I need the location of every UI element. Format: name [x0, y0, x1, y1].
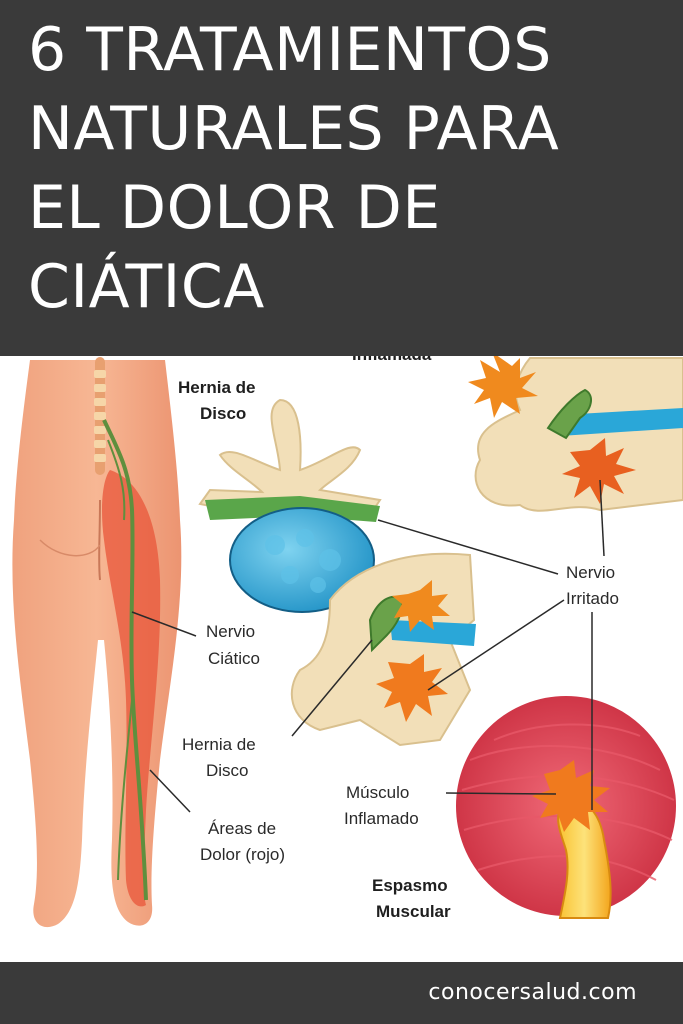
label-pain-1: Áreas de — [208, 819, 276, 838]
nerve-root-top — [546, 388, 592, 440]
label-sciatic-2: Ciático — [208, 649, 260, 668]
leader-pain — [149, 769, 191, 813]
leader-lines — [131, 479, 605, 813]
sciatic-nerve — [102, 419, 148, 901]
spasm-burst — [532, 760, 610, 832]
label-sciatic-1: Nervio — [206, 622, 255, 641]
diagram-labels: Inflamada Hernia de Disco Nervio Irritad… — [178, 356, 619, 921]
site-url: conocersalud.com — [428, 980, 637, 1005]
label-pain-2: Dolor (rojo) — [200, 845, 285, 864]
nerve-branch-1 — [107, 439, 126, 521]
disc-band-top — [560, 408, 683, 436]
vertebrae — [94, 370, 106, 462]
buttock-curve-left — [39, 539, 101, 557]
lower-spine-segment — [290, 552, 476, 747]
label-muscle-1: Músculo — [346, 783, 409, 802]
footer-bar: conocersalud.com — [0, 962, 683, 1024]
inflamed-burst-top — [468, 356, 538, 418]
leader-nerve-2 — [427, 599, 565, 691]
title-line-3: EL DOLOR DE — [28, 173, 441, 243]
herniated-disc-diagram — [198, 398, 382, 613]
title-line-1: 6 TRATAMIENTOS — [28, 15, 552, 85]
label-muscle-2: Inflamado — [344, 809, 419, 828]
label-hernia-top-1: Hernia de — [178, 378, 255, 397]
leader-muscle — [445, 792, 557, 795]
label-hernia-bottom-2: Disco — [206, 761, 249, 780]
label-spasm-1: Espasmo — [372, 876, 448, 895]
label-hernia-top-2: Disco — [200, 404, 246, 423]
disc-texture — [265, 529, 341, 593]
buttock-crease — [98, 499, 101, 581]
title-line-2: NATURALES PARA — [28, 94, 560, 164]
label-inflamed-partial: Inflamada — [352, 356, 432, 364]
compressed-nerve — [557, 796, 612, 919]
leader-hernia-bottom — [291, 639, 373, 737]
label-nerve-irritated-2: Irritado — [566, 589, 619, 608]
leader-sciatic — [131, 611, 197, 637]
inflamed-burst-lower-2 — [392, 580, 450, 632]
label-hernia-bottom-1: Hernia de — [182, 735, 256, 754]
muscle-spasm-diagram — [452, 692, 680, 920]
sciatica-illustration: Inflamada Hernia de Disco Nervio Irritad… — [12, 356, 683, 928]
inflamed-burst-lower — [376, 654, 448, 722]
herniated-disc — [229, 507, 375, 613]
inflamed-burst-mid — [562, 438, 636, 504]
leader-nerve-1 — [377, 519, 559, 575]
leader-nerve-3 — [599, 479, 605, 557]
human-figure — [12, 357, 182, 928]
title-line-4: CIÁTICA — [28, 252, 265, 322]
top-vertebra-diagram — [468, 356, 683, 512]
title-banner: 6 TRATAMIENTOS NATURALES PARA EL DOLOR D… — [0, 0, 683, 356]
label-nerve-irritated-1: Nervio — [566, 563, 615, 582]
nerve-branch-2 — [117, 699, 133, 881]
label-spasm-2: Muscular — [376, 902, 451, 921]
